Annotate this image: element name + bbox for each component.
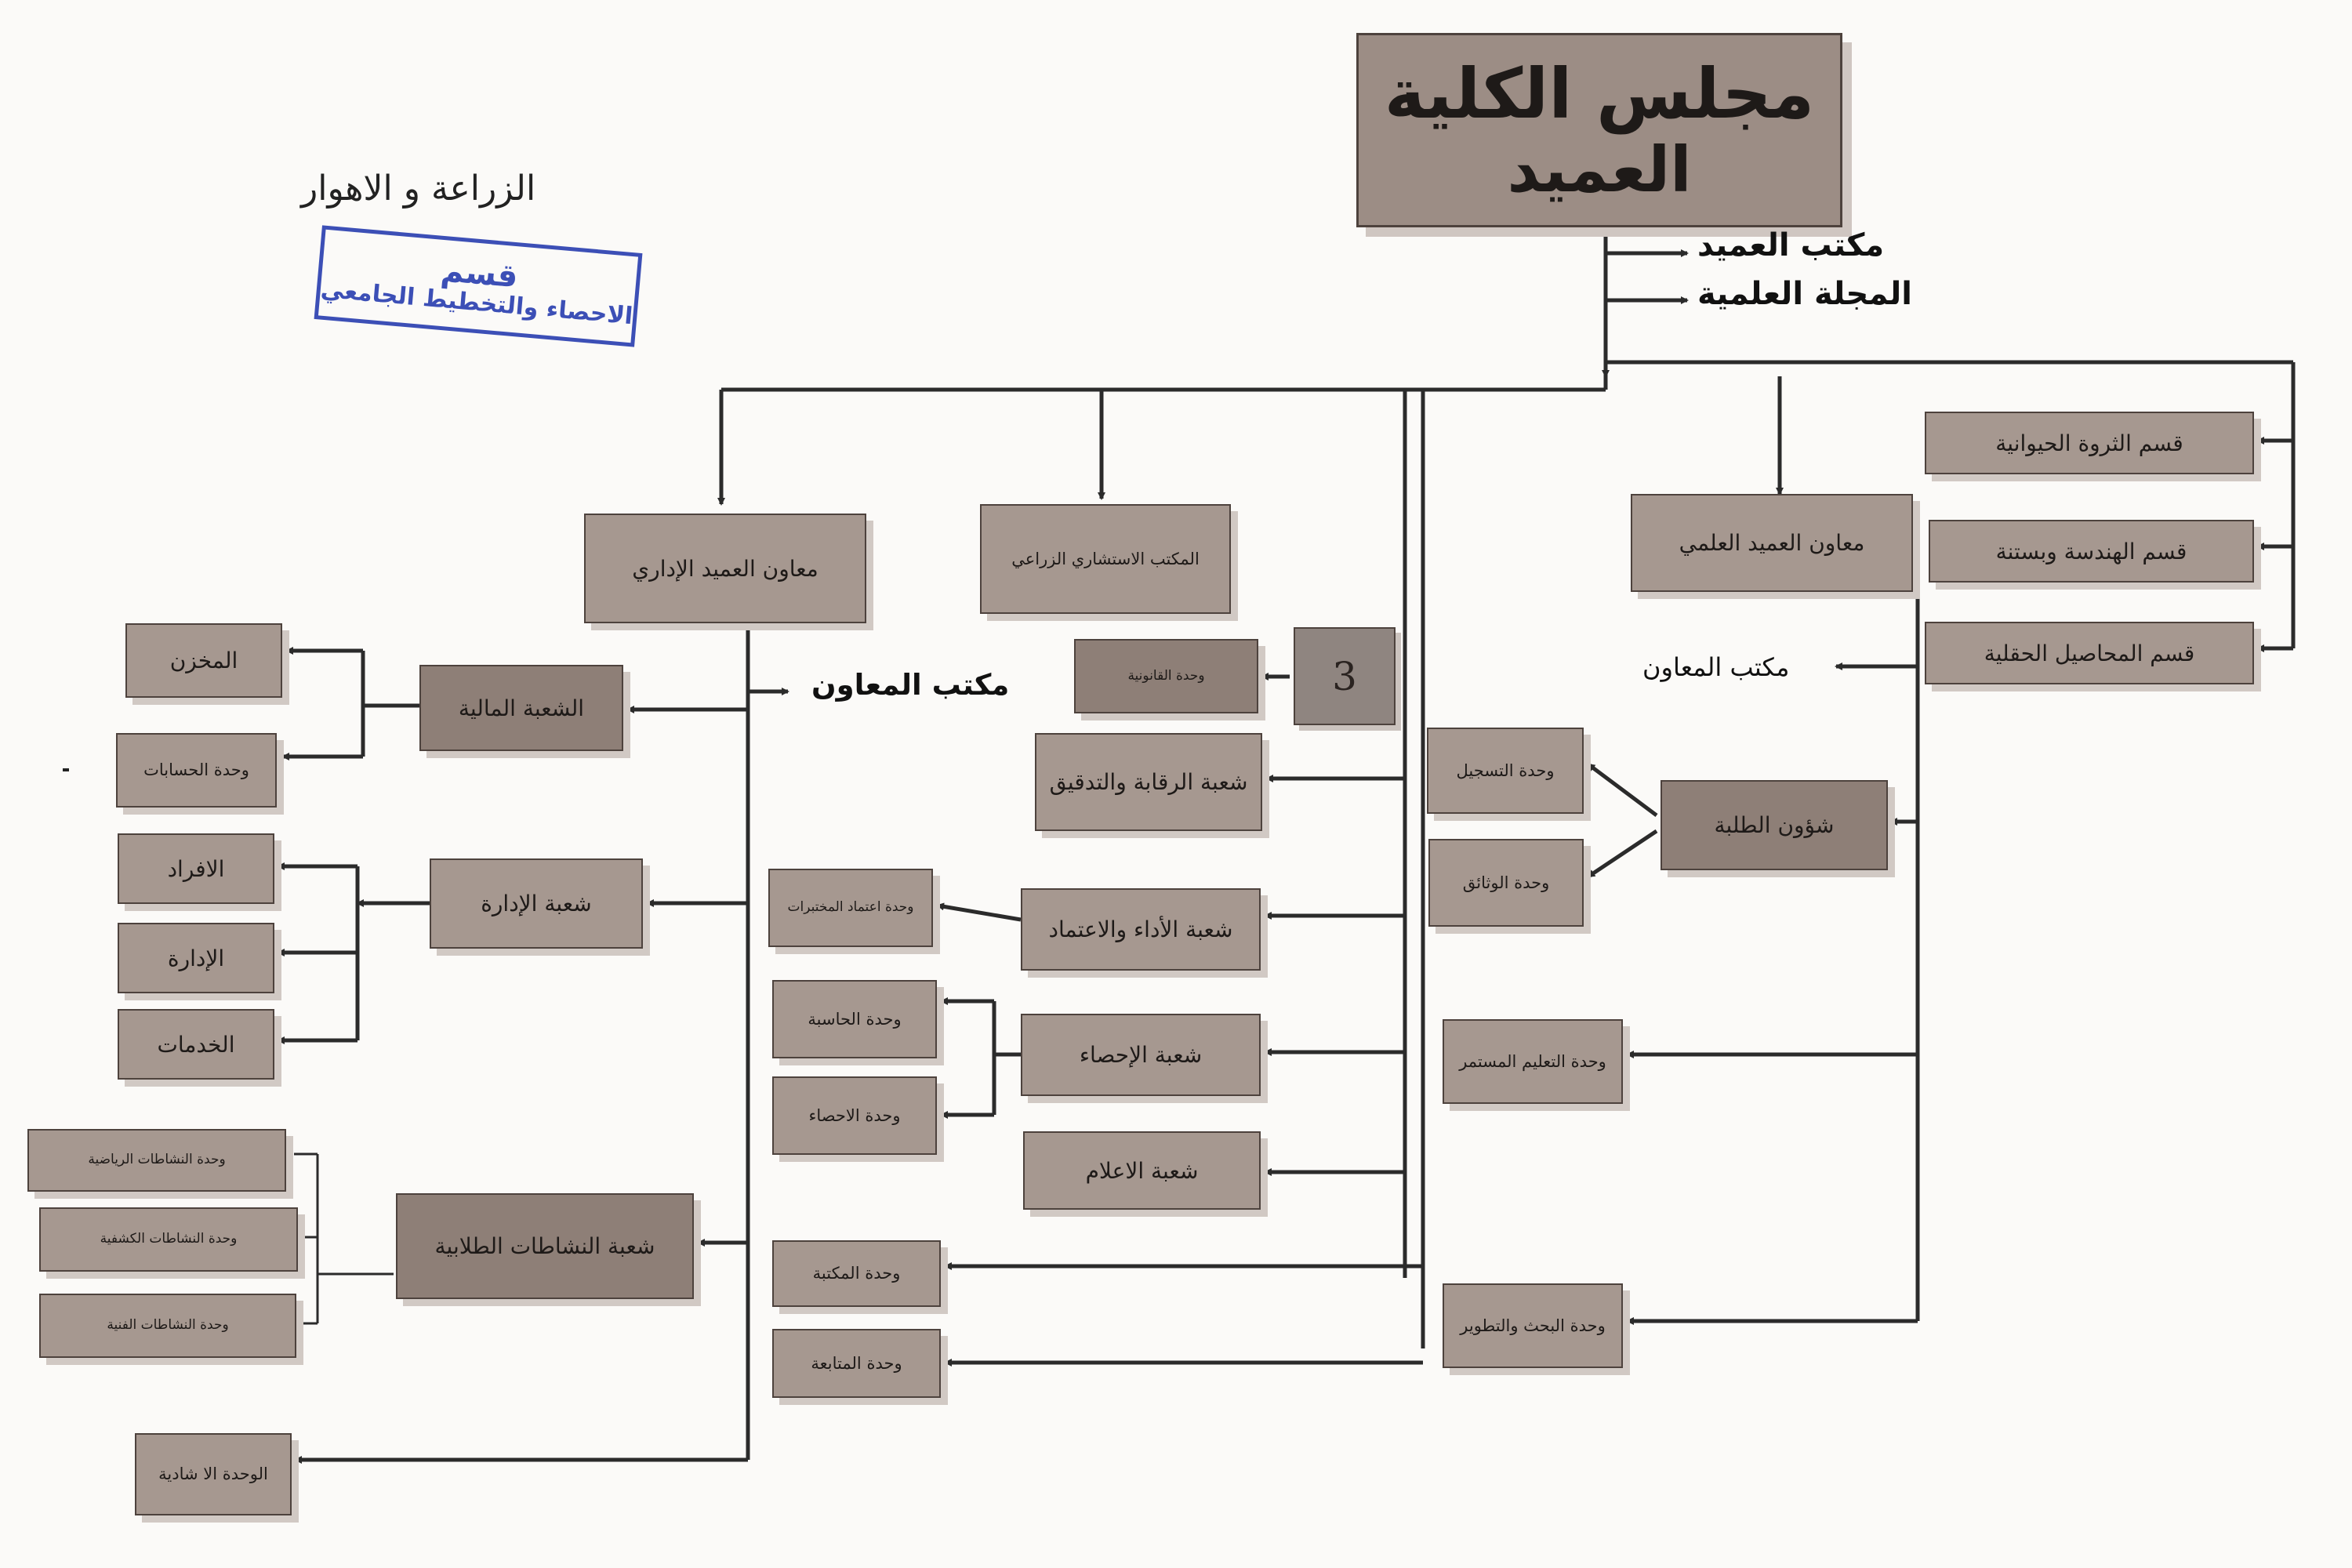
- personnel-unit-box[interactable]: الافراد: [118, 833, 274, 904]
- library-unit-box[interactable]: وحدة المكتبة: [772, 1240, 941, 1307]
- guidance-unit-box[interactable]: الوحدة الا شادية: [135, 1433, 292, 1515]
- statistics-division-box[interactable]: شعبة الإحصاء: [1021, 1014, 1261, 1096]
- registration-unit-box[interactable]: وحدة التسجيل: [1427, 728, 1584, 814]
- services-unit-box[interactable]: الخدمات: [118, 1009, 274, 1080]
- dept-animal-wealth[interactable]: قسم الثروة الحيوانية: [1925, 412, 2254, 474]
- dean-office-label: مكتب العميد: [1697, 227, 1885, 263]
- lab-accreditation-unit-box[interactable]: وحدة اعتماد المختبرات: [768, 869, 933, 947]
- dept-engineering-horticulture[interactable]: قسم الهندسة وبستنة: [1929, 520, 2254, 583]
- followup-unit-box[interactable]: وحدة المتابعة: [772, 1329, 941, 1398]
- continuing-education-box[interactable]: وحدة التعليم المستمر: [1443, 1019, 1623, 1104]
- documents-unit-box[interactable]: وحدة الوثائق: [1428, 839, 1584, 927]
- finance-division-box[interactable]: الشعبة المالية: [419, 665, 623, 751]
- statistics-unit-box[interactable]: وحدة الاحصاء: [772, 1076, 937, 1155]
- warehouse-unit-box[interactable]: المخزن: [125, 623, 282, 698]
- media-division-box[interactable]: شعبة الاعلام: [1023, 1131, 1261, 1210]
- scientific-deputy-box[interactable]: معاون العميد العلمي: [1631, 494, 1913, 592]
- quality-accreditation-division-box[interactable]: شعبة الأداء والاعتماد: [1021, 888, 1261, 971]
- scout-activities-unit-box[interactable]: وحدة النشاطات الكشفية: [39, 1207, 298, 1272]
- stamp-seal: قسم الاحصاء والتخطيط الجامعي: [314, 225, 643, 347]
- dept-field-crops[interactable]: قسم المحاصيل الحقلية: [1925, 622, 2254, 684]
- scientific-office-label: مكتب المعاون: [1642, 652, 1790, 682]
- art-activities-unit-box[interactable]: وحدة النشاطات الفنية: [39, 1294, 296, 1358]
- computer-unit-box[interactable]: وحدة الحاسبة: [772, 980, 937, 1058]
- administration-unit-box[interactable]: الإدارة: [118, 923, 274, 993]
- sports-activities-unit-box[interactable]: وحدة النشاطات الرياضية: [27, 1129, 286, 1192]
- stray-mark: [63, 768, 69, 771]
- journal-label: المجلة العلمية: [1697, 276, 1912, 312]
- reference-number-tag: 3: [1294, 627, 1396, 725]
- college-council-title: مجلس الكلية: [1384, 53, 1815, 135]
- dean-title: العميد: [1507, 132, 1692, 206]
- admin-office-label: مكتب المعاون: [811, 668, 1010, 702]
- student-affairs-box[interactable]: شؤون الطلبة: [1661, 780, 1888, 870]
- audit-division-box[interactable]: شعبة الرقابة والتدقيق: [1035, 733, 1262, 831]
- research-development-box[interactable]: وحدة البحث والتطوير: [1443, 1283, 1623, 1368]
- management-division-box[interactable]: شعبة الإدارة: [430, 858, 643, 949]
- accounts-unit-box[interactable]: وحدة الحسابات: [116, 733, 277, 808]
- student-activities-division-box[interactable]: شعبة النشاطات الطلابية: [396, 1193, 694, 1299]
- stamp-caption: الزراعة و الاهوار: [301, 169, 536, 209]
- administrative-deputy-box[interactable]: معاون العميد الإداري: [584, 514, 866, 623]
- department-stamp: الزراعة و الاهوار قسم الاحصاء والتخطيط ا…: [290, 169, 651, 349]
- legal-unit-box[interactable]: وحدة القانونية: [1074, 639, 1258, 713]
- college-council-dean-box[interactable]: مجلس الكلية العميد: [1356, 33, 1842, 227]
- agricultural-consulting-office-box[interactable]: المكتب الاستشاري الزراعي: [980, 504, 1231, 614]
